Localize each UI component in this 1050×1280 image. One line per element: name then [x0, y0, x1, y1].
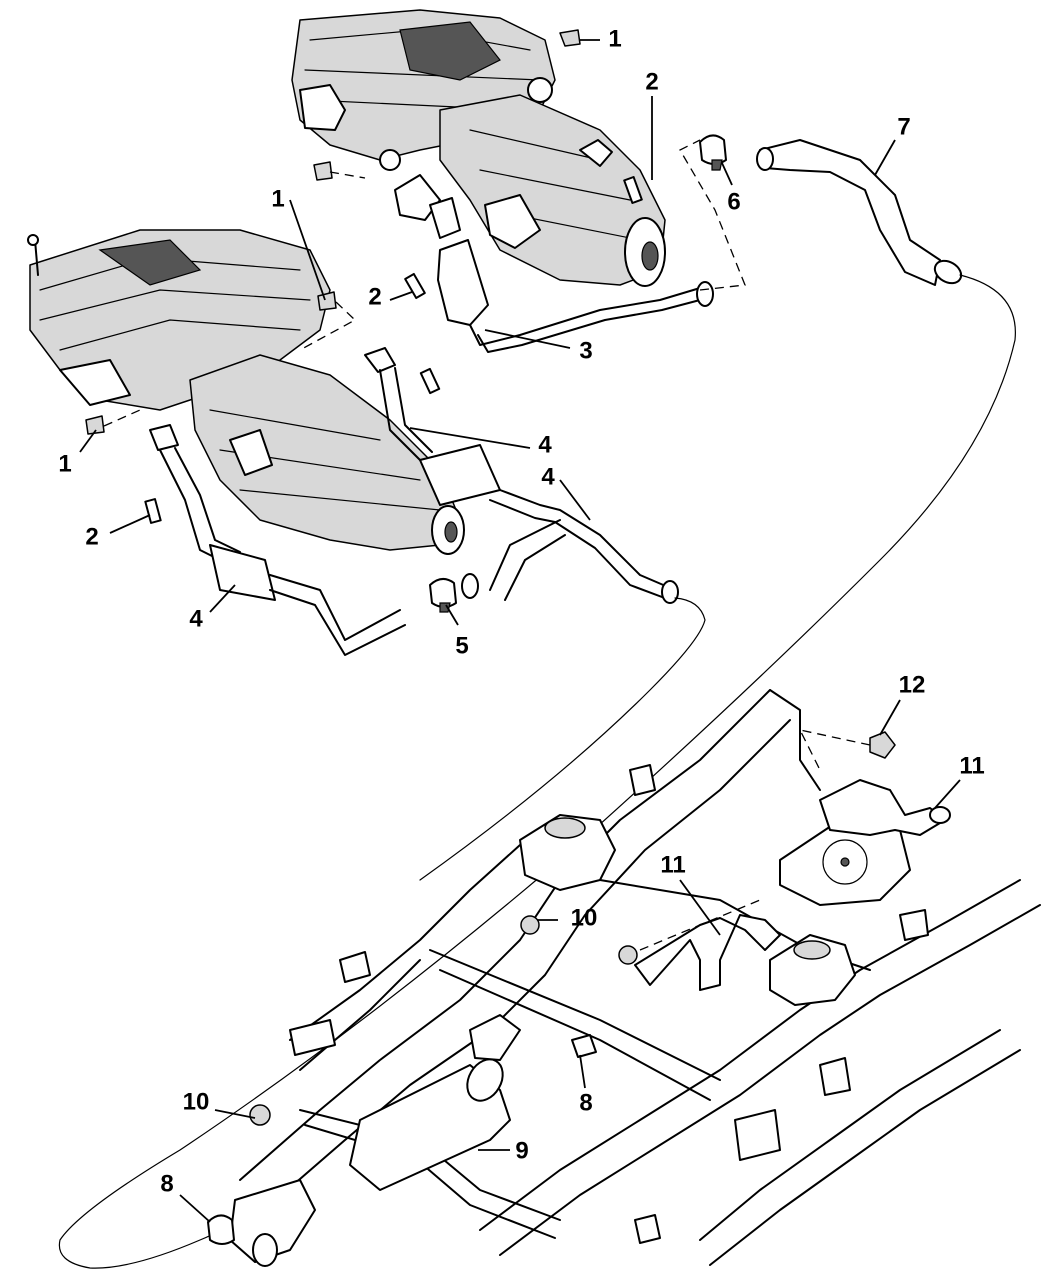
callout-7: 7 [897, 113, 910, 140]
callout-3: 3 [579, 337, 592, 364]
callout-2-left: 2 [85, 523, 98, 550]
routing-line [58, 274, 1016, 1269]
resonator-9 [349, 1014, 521, 1191]
callout-5: 5 [455, 632, 468, 659]
leader-lines [79, 39, 961, 1223]
callout-1-left: 1 [58, 450, 71, 477]
clamps-8 [207, 1034, 661, 1245]
callout-10-mid: 10 [571, 904, 598, 931]
muffler-tail [229, 1179, 316, 1267]
upper-gasket-clips [313, 29, 581, 181]
upper-transmission-icon [439, 94, 666, 287]
upper-bolt-right [404, 176, 643, 300]
callout-2-top: 2 [645, 68, 658, 95]
clamp-6 [699, 134, 727, 171]
lower-gasket-clips [85, 291, 357, 435]
lower-bolts [144, 367, 441, 524]
callout-6: 6 [727, 188, 740, 215]
callout-labels: 1 1 1 2 2 2 3 4 4 4 5 6 7 8 8 9 10 10 11… [58, 25, 984, 1197]
callout-1-top: 1 [608, 25, 621, 52]
callout-9: 9 [515, 1137, 528, 1164]
callout-12: 12 [899, 671, 926, 698]
rear-pipe-11-upper [819, 779, 951, 836]
callout-1-mid: 1 [271, 185, 284, 212]
callout-4-right: 4 [541, 463, 555, 490]
callout-11-mid: 11 [660, 851, 685, 878]
lower-transmission-icon [189, 354, 465, 555]
vehicle-frame-icon [239, 689, 1041, 1266]
dual-exhaust-pipes-4 [149, 347, 679, 656]
single-exhaust-pipe-3 [429, 139, 746, 353]
callout-2-mid: 2 [368, 283, 381, 310]
callout-11-right: 11 [959, 752, 984, 779]
clamp-5 [429, 578, 457, 613]
callout-8-left: 8 [160, 1170, 173, 1197]
rear-pipe-11-lower [634, 914, 781, 991]
callout-4-left: 4 [189, 605, 203, 632]
callout-10-left: 10 [183, 1088, 210, 1115]
tailpipe-7 [756, 139, 963, 286]
hanger-isolators [249, 729, 896, 1126]
callout-8-right: 8 [579, 1089, 592, 1116]
routing-line-lower [419, 597, 706, 881]
callout-4-top: 4 [538, 431, 552, 458]
upper-engine-icon [291, 9, 556, 221]
